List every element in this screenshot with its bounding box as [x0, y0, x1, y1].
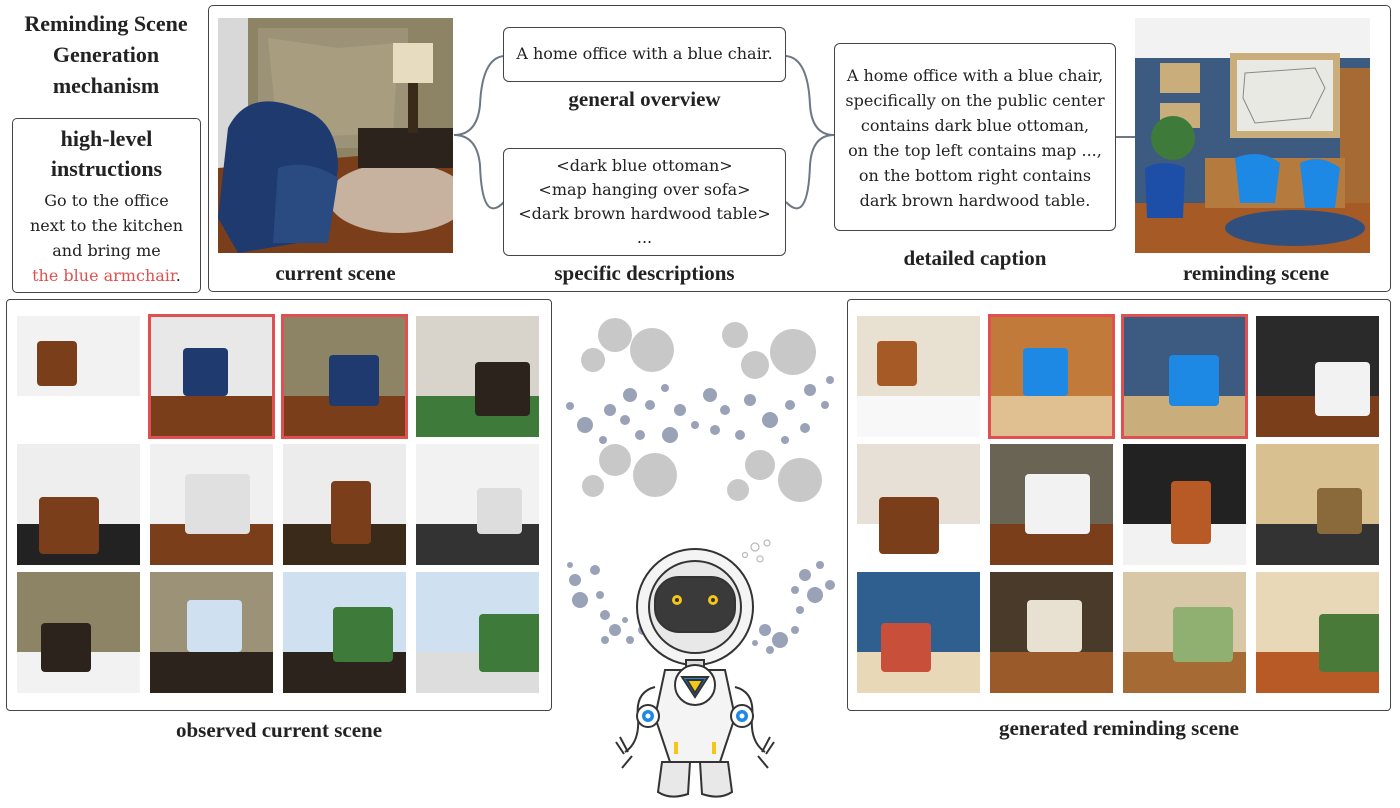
- title-line-3: mechanism: [52, 73, 160, 98]
- observed-tile: [281, 314, 408, 439]
- general-overview-label: general overview: [568, 87, 721, 111]
- generated-tile: [988, 314, 1115, 439]
- merge-brace: [785, 55, 835, 210]
- current-scene-label: current scene: [275, 261, 396, 285]
- title-line-2: Generation: [52, 42, 160, 67]
- observed-tile: [17, 316, 140, 437]
- split-brace: [453, 55, 505, 210]
- generated-tile: [857, 444, 980, 565]
- observed-tile: [17, 444, 140, 565]
- generated-tile: [857, 572, 980, 693]
- highlighted-object: the blue armchair: [32, 266, 176, 285]
- instructions-heading-line-1: high-level: [60, 126, 153, 151]
- observed-tile: [150, 572, 273, 693]
- caption-line: on the top left contains map ...,: [848, 141, 1102, 160]
- robot-illustration: [615, 548, 775, 798]
- caption-line: specifically on the public center: [845, 91, 1105, 110]
- caption-line: A home office with a blue chair,: [846, 66, 1104, 85]
- observed-current-scene-label: observed current scene: [175, 718, 383, 742]
- robot-thought-dots: [567, 539, 835, 654]
- generated-tile: [1256, 572, 1379, 693]
- instructions-period: .: [175, 266, 181, 285]
- generated-tile: [1256, 444, 1379, 565]
- description-item: <map hanging over sofa>: [538, 180, 751, 199]
- diagram-title: Reminding Scene Generation mechanism: [8, 8, 204, 101]
- detailed-caption-label: detailed caption: [903, 246, 1047, 270]
- observed-tile: [416, 444, 539, 565]
- generated-tile: [1256, 316, 1379, 437]
- overview-box: A home office with a blue chair.: [503, 27, 786, 82]
- generated-tile: [1121, 314, 1248, 439]
- overview-text: A home office with a blue chair.: [516, 44, 773, 63]
- caption-to-scene-line: [1116, 136, 1135, 138]
- instructions-body: Go to the office next to the kitchen and…: [13, 188, 200, 288]
- detailed-caption-box: A home office with a blue chair, specifi…: [834, 43, 1116, 231]
- observed-tile: [17, 572, 140, 693]
- instructions-line-3: and bring me: [52, 241, 161, 260]
- thought-bubbles: [566, 318, 834, 502]
- instructions-heading-line-2: instructions: [50, 156, 163, 181]
- description-item: <dark blue ottoman>: [556, 156, 733, 175]
- title-line-1: Reminding Scene: [24, 11, 188, 36]
- caption-line: on the bottom right contains: [858, 166, 1092, 185]
- descriptions-box: <dark blue ottoman> <map hanging over so…: [503, 148, 786, 256]
- observed-tile: [150, 444, 273, 565]
- description-item: <dark brown hardwood table>: [518, 204, 771, 223]
- instructions-heading: high-level instructions: [13, 124, 200, 184]
- generated-tile: [990, 572, 1113, 693]
- instructions-line-2: next to the kitchen: [29, 216, 184, 235]
- instructions-line-4: the blue armchair.: [13, 263, 200, 288]
- caption-line: dark brown hardwood table.: [859, 191, 1091, 210]
- reminding-scene-label: reminding scene: [1182, 261, 1330, 285]
- generated-tile: [990, 444, 1113, 565]
- observed-tile: [148, 314, 275, 439]
- observed-tile: [283, 572, 406, 693]
- generated-reminding-scene-label: generated reminding scene: [999, 716, 1239, 740]
- current-scene-image: [218, 18, 453, 253]
- generated-tile: [857, 316, 980, 437]
- description-ellipsis: ...: [636, 228, 653, 247]
- observed-tile: [416, 316, 539, 437]
- instructions-box: high-level instructions Go to the office…: [12, 118, 201, 293]
- reminding-scene-image: [1135, 18, 1370, 253]
- observed-tile: [416, 572, 539, 693]
- instructions-line-1: Go to the office: [44, 191, 169, 210]
- specific-descriptions-label: specific descriptions: [554, 261, 735, 285]
- generated-tile: [1123, 572, 1246, 693]
- caption-line: contains dark blue ottoman,: [860, 116, 1090, 135]
- observed-tile: [283, 444, 406, 565]
- generated-tile: [1123, 444, 1246, 565]
